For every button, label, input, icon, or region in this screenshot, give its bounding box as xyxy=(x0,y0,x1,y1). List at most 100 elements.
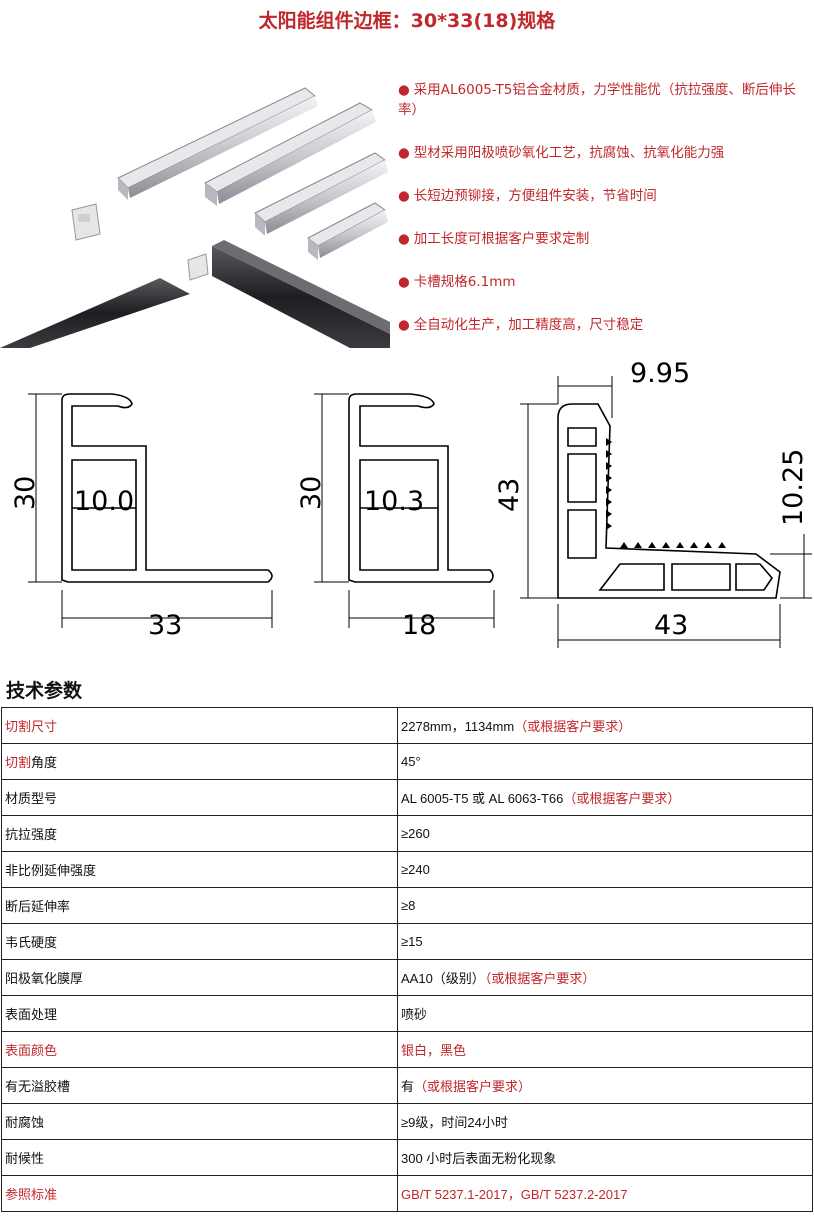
profile-a-drawing xyxy=(28,393,273,628)
param-name: 表面颜色 xyxy=(1,1031,398,1068)
corner-key-drawing xyxy=(520,376,812,648)
param-value: 银白，黑色 xyxy=(397,1031,813,1068)
param-value-text: ≥260 xyxy=(401,826,430,841)
param-value-note: （或根据客户要求） xyxy=(563,791,681,806)
param-value-text: ≥240 xyxy=(401,862,430,877)
param-name: 耐腐蚀 xyxy=(1,1103,398,1140)
dim-cavity-a: 10.0 xyxy=(74,486,134,517)
feature-item: ●型材采用阳极喷砂氧化工艺，抗腐蚀、抗氧化能力强 xyxy=(398,145,725,161)
param-value: 有（或根据客户要求） xyxy=(397,1067,813,1104)
dim-side-corner: 43 xyxy=(494,478,525,512)
param-name: 抗拉强度 xyxy=(1,815,398,852)
param-value-text: ≥9级，时间24小时 xyxy=(401,1115,508,1130)
param-name: 断后延伸率 xyxy=(1,887,398,924)
corner-key xyxy=(71,203,101,241)
param-value: 喷砂 xyxy=(397,995,813,1032)
dim-cavity-b: 10.3 xyxy=(364,486,424,517)
bullet-dot-icon: ● xyxy=(398,317,410,333)
param-value-text: ≥8 xyxy=(401,898,416,913)
frame-product-photo xyxy=(0,87,390,348)
feature-item: ●采用AL6005-T5铝合金材质，力学性能优（抗拉强度、断后伸长率） xyxy=(398,82,796,118)
bullet-dot-icon: ● xyxy=(398,231,410,247)
param-name: 有无溢胶槽 xyxy=(1,1067,398,1104)
param-name: 参照标准 xyxy=(1,1175,398,1212)
param-value: 300 小时后表面无粉化现象 xyxy=(397,1139,813,1176)
param-value: ≥240 xyxy=(397,851,813,888)
profile-b-drawing xyxy=(314,393,495,628)
param-value: ≥9级，时间24小时 xyxy=(397,1103,813,1140)
corner-key xyxy=(187,253,209,281)
param-name: 非比例延伸强度 xyxy=(1,851,398,888)
param-value-text: 45° xyxy=(401,754,421,769)
table-row: 抗拉强度≥260 xyxy=(1,815,813,852)
param-value: ≥260 xyxy=(397,815,813,852)
param-value-note: （或根据客户要求） xyxy=(414,1079,532,1094)
table-row: 韦氏硬度≥15 xyxy=(1,923,813,960)
feature-item: ●卡槽规格6.1mm xyxy=(398,274,516,290)
table-row: 表面处理喷砂 xyxy=(1,995,813,1032)
param-value: 2278mm，1134mm（或根据客户要求） xyxy=(397,707,813,744)
dim-height-b: 30 xyxy=(296,476,327,510)
param-value-text: 喷砂 xyxy=(401,1007,428,1022)
dim-right-corner: 10.25 xyxy=(778,449,809,526)
table-row: 耐腐蚀≥9级，时间24小时 xyxy=(1,1103,813,1140)
table-row: 表面颜色银白，黑色 xyxy=(1,1031,813,1068)
table-row: 非比例延伸强度≥240 xyxy=(1,851,813,888)
dim-height-a: 30 xyxy=(10,476,41,510)
silver-rail xyxy=(254,152,388,236)
param-value: ≥15 xyxy=(397,923,813,960)
param-value: GB/T 5237.1-2017，GB/T 5237.2-2017 xyxy=(397,1175,813,1212)
param-value-text: 有 xyxy=(401,1079,415,1094)
param-name: 韦氏硬度 xyxy=(1,923,398,960)
bullet-dot-icon: ● xyxy=(398,82,410,98)
section-title: 技术参数 xyxy=(6,680,83,702)
param-name: 切割尺寸 xyxy=(1,707,398,744)
param-value-note: （或根据客户要求） xyxy=(514,719,632,734)
param-name: 材质型号 xyxy=(1,779,398,816)
bullet-dot-icon: ● xyxy=(398,274,410,290)
param-value: AL 6005-T5 或 AL 6063-T66（或根据客户要求） xyxy=(397,779,813,816)
feature-item: ●全自动化生产，加工精度高，尺寸稳定 xyxy=(398,317,644,333)
dim-width-b: 18 xyxy=(402,610,436,641)
param-value-text: ≥15 xyxy=(401,934,423,949)
param-value-text: 银白，黑色 xyxy=(401,1043,467,1058)
black-frame-corner xyxy=(0,240,390,348)
silver-rail xyxy=(307,202,388,260)
param-value: AA10（级别）（或根据客户要求） xyxy=(397,959,813,996)
table-row: 有无溢胶槽有（或根据客户要求） xyxy=(1,1067,813,1104)
dim-bottom-corner: 43 xyxy=(654,610,688,641)
serration-teeth xyxy=(606,438,726,548)
feature-item: ●长短边预铆接，方便组件安装，节省时间 xyxy=(398,188,657,204)
param-value: 45° xyxy=(397,743,813,780)
silver-rail xyxy=(117,87,318,200)
param-value-text: 300 小时后表面无粉化现象 xyxy=(401,1151,557,1166)
param-value-text: 2278mm，1134mm xyxy=(401,719,515,734)
silver-rail xyxy=(204,102,376,206)
feature-item: ●加工长度可根据客户要求定制 xyxy=(398,231,590,247)
param-value-note: （或根据客户要求） xyxy=(484,971,596,986)
param-name: 阳极氧化膜厚 xyxy=(1,959,398,996)
param-value-text: AA10（级别） xyxy=(401,971,485,986)
feature-list: ●采用AL6005-T5铝合金材质，力学性能优（抗拉强度、断后伸长率） ●型材采… xyxy=(398,80,810,358)
param-name: 切割角度 xyxy=(1,743,398,780)
param-value-text: AL 6005-T5 或 AL 6063-T66 xyxy=(401,791,564,806)
dim-top-corner: 9.95 xyxy=(630,358,690,389)
dim-width-a: 33 xyxy=(148,610,182,641)
table-row: 断后延伸率≥8 xyxy=(1,887,813,924)
param-value: ≥8 xyxy=(397,887,813,924)
param-name: 表面处理 xyxy=(1,995,398,1032)
param-name-highlight: 切割 xyxy=(5,755,32,770)
page-title: 太阳能组件边框：30*33(18)规格 xyxy=(258,10,556,32)
param-value-text: GB/T 5237.1-2017，GB/T 5237.2-2017 xyxy=(401,1187,628,1202)
bullet-dot-icon: ● xyxy=(398,188,410,204)
technical-drawings: 30 10.0 33 30 10.3 18 9.95 43 10.25 43 xyxy=(10,358,812,648)
param-name: 耐候性 xyxy=(1,1139,398,1176)
param-name-rest: 角度 xyxy=(31,755,58,770)
